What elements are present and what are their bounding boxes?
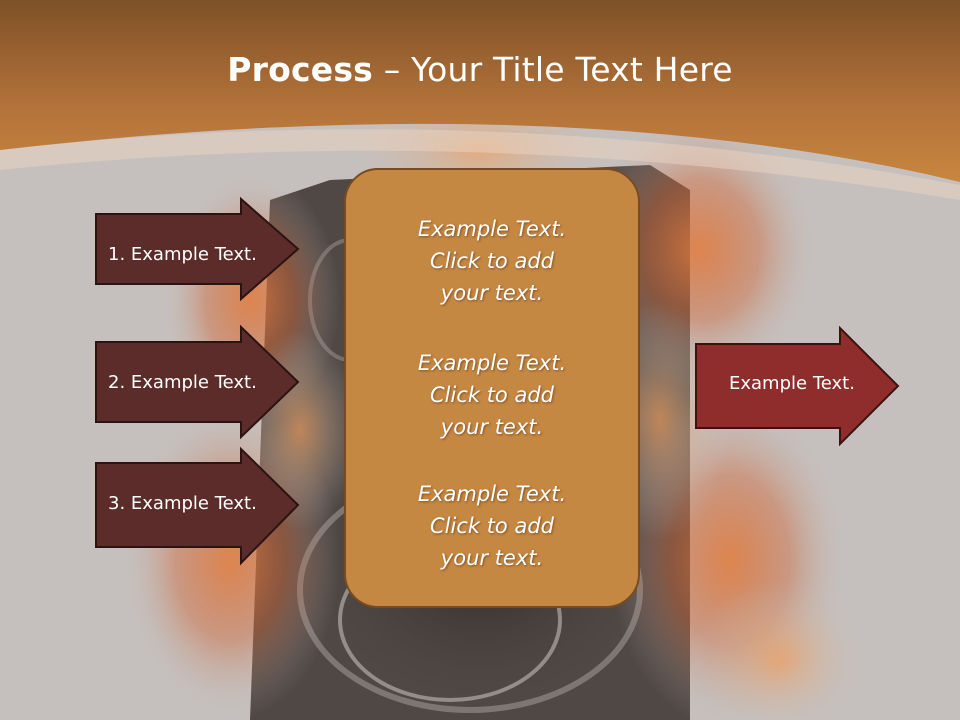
center-text-box[interactable]: Example Text. Click to add your text. Ex… xyxy=(344,168,640,608)
left-arrow-label-3: 3. Example Text. xyxy=(108,493,257,514)
text-block-line: your text. xyxy=(440,281,544,305)
title-rest: – Your Title Text Here xyxy=(373,50,733,89)
text-block-line: Click to add xyxy=(429,514,554,538)
text-block-line: your text. xyxy=(440,546,544,570)
text-block-3: Example Text. Click to add your text. xyxy=(346,478,638,574)
left-arrow-1[interactable]: 1. Example Text. xyxy=(95,196,300,302)
arrow-shape xyxy=(95,196,300,302)
arrow-shape xyxy=(95,446,300,566)
text-block-line: Example Text. xyxy=(417,351,567,375)
left-arrow-2[interactable]: 2. Example Text. xyxy=(95,324,300,440)
text-block-1: Example Text. Click to add your text. xyxy=(346,213,638,309)
text-block-line: Example Text. xyxy=(417,217,567,241)
slide-title[interactable]: Process – Your Title Text Here xyxy=(0,50,960,89)
left-arrow-label-2: 2. Example Text. xyxy=(108,372,257,393)
text-block-2: Example Text. Click to add your text. xyxy=(346,347,638,443)
arrow-shape xyxy=(95,324,300,440)
text-block-line: Example Text. xyxy=(417,482,567,506)
title-bold: Process xyxy=(227,50,374,89)
right-arrow[interactable]: Example Text. xyxy=(695,325,900,447)
text-block-line: Click to add xyxy=(429,249,554,273)
arrow-shape xyxy=(695,325,900,447)
text-block-line: Click to add xyxy=(429,383,554,407)
left-arrow-3[interactable]: 3. Example Text. xyxy=(95,446,300,566)
left-arrow-label-1: 1. Example Text. xyxy=(108,244,257,265)
text-block-line: your text. xyxy=(440,415,544,439)
right-arrow-label: Example Text. xyxy=(729,373,855,394)
